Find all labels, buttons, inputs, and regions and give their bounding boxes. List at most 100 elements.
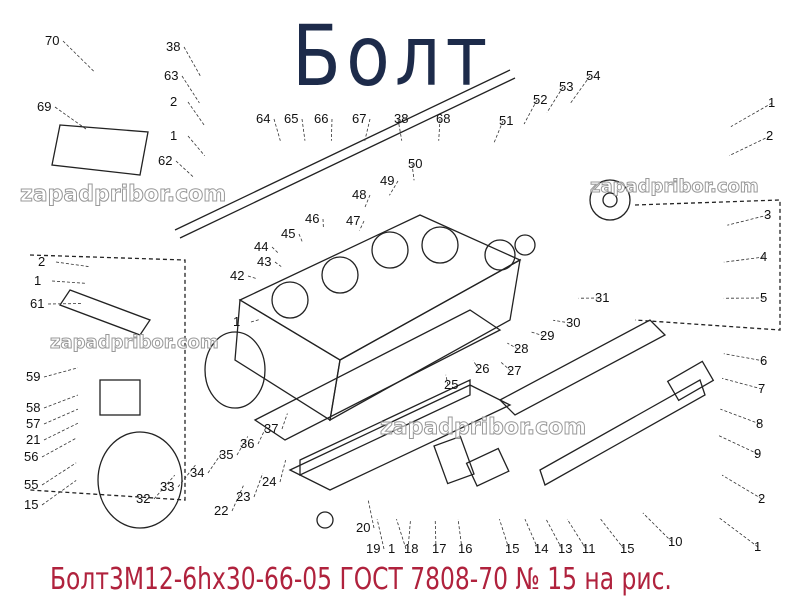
- part-label-20: 20: [356, 520, 371, 535]
- part-label-58: 58: [26, 400, 41, 415]
- front-cover: [204, 331, 266, 409]
- watermark: zapadpribor.com: [379, 415, 587, 441]
- part-label-21: 21: [26, 432, 41, 447]
- part-label-2: 2: [758, 491, 766, 506]
- leader-line: [51, 280, 85, 284]
- leader-line: [600, 518, 625, 550]
- part-label-31: 31: [595, 290, 610, 305]
- leader-line: [187, 135, 205, 156]
- oil-pan-rim: [299, 378, 471, 477]
- leader-line: [397, 118, 403, 141]
- filter-cylinder: [666, 360, 715, 402]
- part-label-5: 5: [760, 290, 768, 305]
- part-label-52: 52: [533, 92, 548, 107]
- lower-rail: [539, 379, 706, 486]
- part-label-28: 28: [514, 341, 529, 356]
- bracket: [59, 289, 151, 336]
- part-label-9: 9: [754, 446, 762, 461]
- part-label-7: 7: [758, 381, 766, 396]
- part-label-29: 29: [540, 328, 555, 343]
- part-label-1: 1: [768, 95, 776, 110]
- hatch-cover: [465, 447, 510, 487]
- page-title: Болт: [292, 7, 493, 105]
- part-label-33: 33: [160, 479, 175, 494]
- leader-line: [553, 319, 571, 324]
- part-label-51: 51: [499, 113, 514, 128]
- leader-line: [723, 353, 765, 362]
- leader-line: [457, 519, 463, 550]
- seal-ring: [484, 239, 516, 271]
- part-label-46: 46: [305, 211, 320, 226]
- part-label-47: 47: [346, 213, 361, 228]
- leader-line: [43, 422, 79, 441]
- part-label-11: 11: [582, 541, 596, 556]
- leader-line: [545, 518, 563, 550]
- leader-line: [507, 342, 519, 350]
- part-label-55: 55: [24, 477, 39, 492]
- part-label-4: 4: [760, 249, 768, 264]
- part-label-38: 38: [166, 39, 181, 54]
- leader-line: [728, 135, 771, 157]
- engine-block-side: [329, 258, 521, 422]
- leader-line: [175, 160, 195, 178]
- leader-line: [364, 194, 371, 208]
- part-label-66: 66: [314, 111, 329, 126]
- leader-line: [718, 517, 759, 548]
- part-label-16: 16: [458, 541, 473, 556]
- part-label-48: 48: [352, 187, 367, 202]
- leader-line: [43, 394, 79, 409]
- end-cover: [97, 431, 183, 529]
- leader-line: [41, 480, 77, 506]
- part-label-3: 3: [764, 207, 772, 222]
- part-label-36: 36: [240, 436, 255, 451]
- part-label-24: 24: [262, 474, 277, 489]
- part-label-1: 1: [170, 128, 178, 143]
- part-label-2: 2: [766, 128, 774, 143]
- part-label-68: 68: [436, 111, 451, 126]
- detail-box-left: [29, 254, 186, 501]
- leader-line: [720, 408, 761, 425]
- leader-line: [730, 102, 773, 127]
- leader-line: [187, 101, 205, 126]
- leader-line: [530, 331, 545, 337]
- leader-line: [271, 246, 279, 254]
- leader-line: [236, 436, 249, 456]
- part-label-2: 2: [38, 254, 46, 269]
- watermark: zapadpribor.com: [50, 332, 220, 354]
- lower-gasket: [253, 309, 502, 441]
- part-label-42: 42: [230, 268, 245, 283]
- hatch-cover: [433, 435, 475, 485]
- part-label-14: 14: [534, 541, 549, 556]
- part-label-8: 8: [756, 416, 764, 431]
- leader-line: [438, 118, 441, 141]
- cylinder-bore: [271, 281, 309, 319]
- part-label-15: 15: [620, 541, 635, 556]
- part-label-1: 1: [34, 273, 42, 288]
- cylinder-bore: [321, 256, 359, 294]
- leader-line: [570, 75, 591, 104]
- leader-line: [499, 518, 510, 550]
- part-label-19: 19: [366, 541, 381, 556]
- leader-line: [183, 46, 202, 78]
- leader-line: [43, 367, 79, 378]
- leader-line: [718, 435, 759, 455]
- leader-line: [396, 518, 407, 550]
- part-label-61: 61: [30, 296, 45, 311]
- part-label-23: 23: [236, 489, 251, 504]
- leader-line: [247, 275, 258, 280]
- leader-line: [330, 118, 333, 141]
- leader-line: [642, 512, 673, 543]
- leader-line: [445, 374, 449, 386]
- leader-line: [253, 473, 264, 498]
- leader-line: [281, 413, 288, 430]
- watermark: zapadpribor.com: [19, 182, 227, 208]
- leader-line: [62, 40, 95, 73]
- leader-line: [41, 437, 77, 458]
- rod-edge: [179, 77, 516, 239]
- part-label-10: 10: [668, 534, 683, 549]
- part-label-54: 54: [586, 68, 601, 83]
- part-label-34: 34: [190, 465, 205, 480]
- leader-line: [721, 474, 763, 500]
- leader-line: [274, 261, 282, 267]
